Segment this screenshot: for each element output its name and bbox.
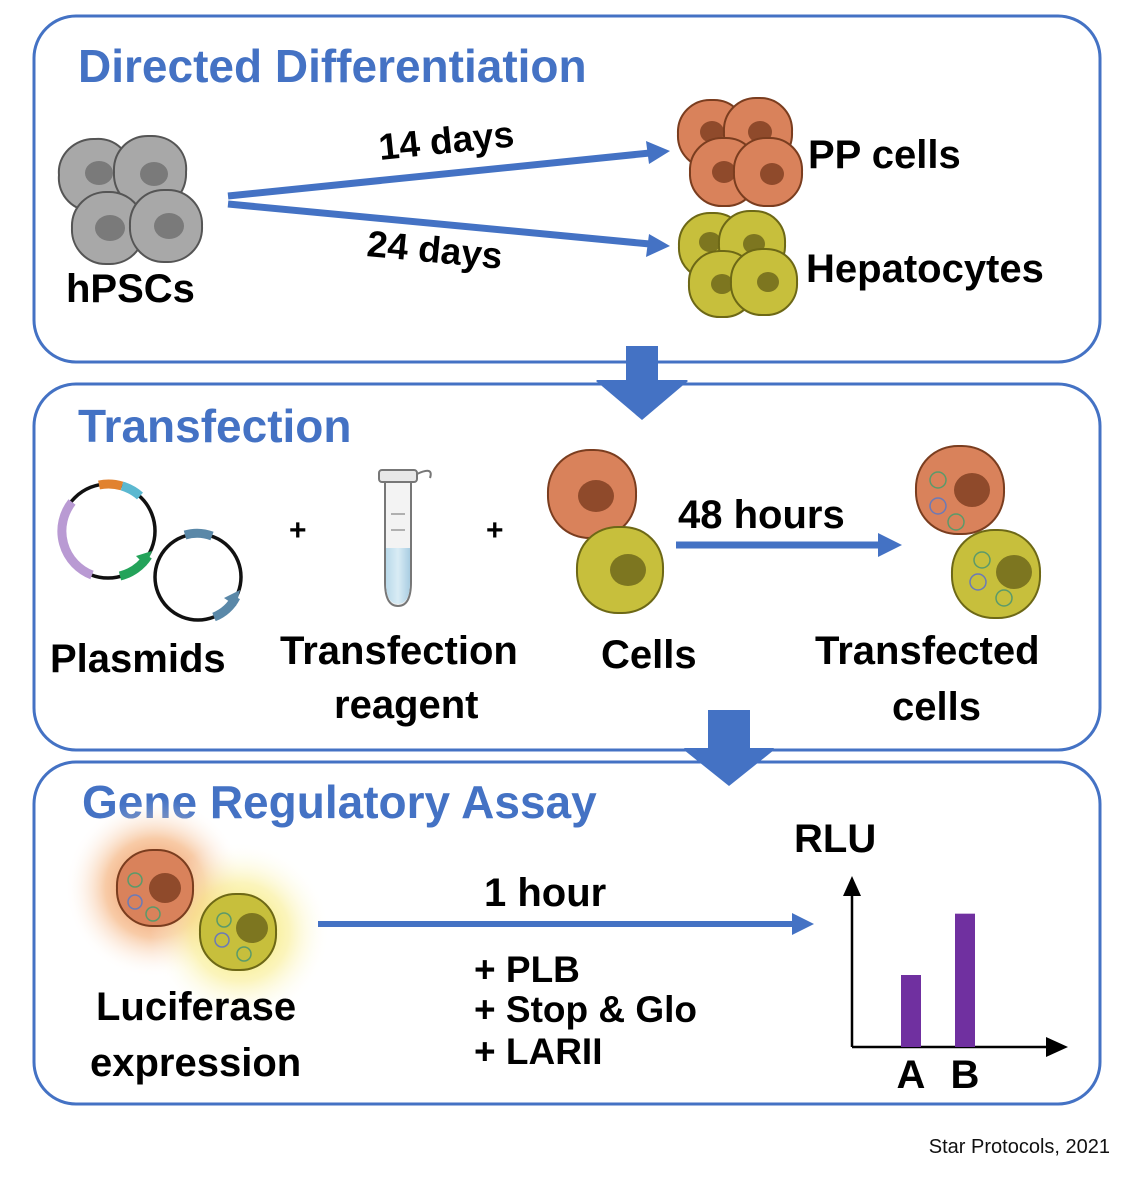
arrow-to-pp-cells: [227, 141, 670, 200]
panel-1-frame: [32, 14, 1102, 364]
reagent-label-line-2: reagent: [334, 683, 479, 727]
pp-cells-cluster-icon: [676, 96, 804, 208]
tick-label-a: A: [897, 1053, 926, 1097]
reagent-tube-icon: [378, 469, 432, 608]
panel-1-title: Directed Differentiation: [78, 40, 587, 92]
transfected-cells-label-line-2: cells: [892, 685, 981, 729]
chart-y-axis-label: RLU: [794, 817, 876, 861]
arrow-to-hepatocytes: [227, 200, 670, 257]
plasmids-icon: [57, 479, 243, 622]
down-arrow-1-head: [596, 381, 688, 420]
panel-directed-differentiation: Directed Differentiation hPSCs 14 days 2…: [32, 14, 1102, 364]
luciferase-label-line-2: expression: [90, 1041, 301, 1085]
panel-2-frame: [32, 382, 1102, 752]
plus-sign-1: +: [289, 514, 307, 547]
bar-a: [901, 975, 921, 1047]
source-credit: Star Protocols, 2021: [928, 1136, 1110, 1158]
plasmids-label: Plasmids: [50, 637, 226, 681]
chart-y-axis-arrowhead: [843, 876, 861, 896]
transfected-cells-label-line-1: Transfected: [815, 629, 1040, 673]
hpsc-cluster-icon: [57, 134, 204, 266]
bar-b: [955, 913, 975, 1047]
step-larii: + LARII: [474, 1031, 603, 1072]
panel-3-frame: [32, 760, 1102, 1106]
cells-pair-icon: [546, 448, 665, 615]
arrow-1-hour: [318, 913, 814, 935]
panel-2-title: Transfection: [78, 400, 352, 452]
panel-transfection: Transfection Plasmids + Transfection re: [32, 381, 1102, 752]
plus-sign-2: +: [486, 514, 504, 547]
transfected-cells-icon: [914, 444, 1042, 620]
arrow-48-hours: [676, 533, 902, 557]
arrow-label-1-hour: 1 hour: [484, 871, 606, 915]
luciferase-cells-icon: [65, 798, 330, 1022]
luciferase-label-line-1: Luciferase: [96, 985, 296, 1029]
arrow-label-48-hours: 48 hours: [678, 493, 845, 537]
pp-cells-label: PP cells: [808, 133, 961, 177]
down-arrow-2-head: [684, 750, 774, 786]
step-plb: + PLB: [474, 949, 580, 990]
hepatocytes-cluster-icon: [677, 209, 799, 319]
reagent-label-line-1: Transfection: [280, 629, 518, 673]
tick-label-b: B: [951, 1053, 980, 1097]
chart-x-axis-arrowhead: [1046, 1037, 1068, 1057]
cells-label: Cells: [601, 633, 697, 677]
hpsc-label: hPSCs: [66, 267, 195, 311]
panel-gene-regulatory-assay: Gene Regulatory Assay Luciferase express…: [32, 750, 1102, 1106]
hepatocytes-label: Hepatocytes: [806, 247, 1044, 291]
step-stop-glo: + Stop & Glo: [474, 989, 697, 1030]
